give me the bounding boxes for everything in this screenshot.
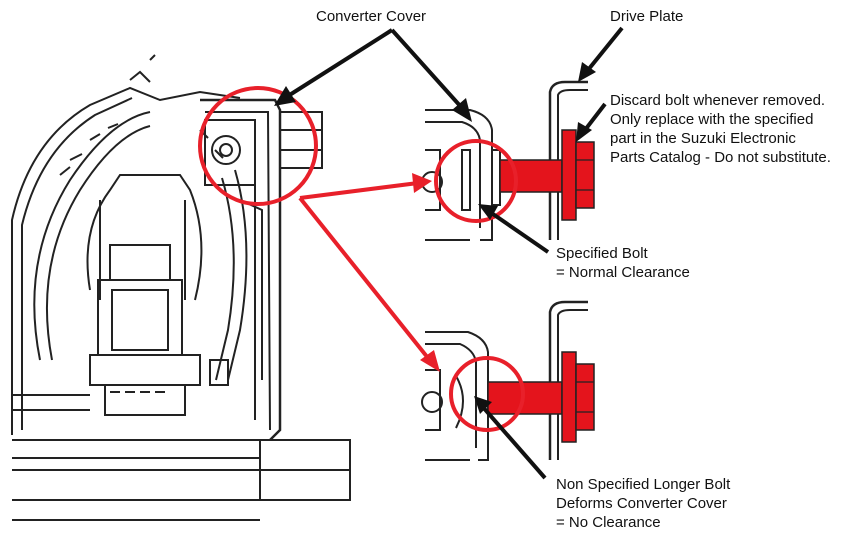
label-drive-plate: Drive Plate (610, 8, 684, 25)
non-specified-bolt-line: Non Specified Longer Bolt (556, 476, 731, 493)
non-specified-bolt-line: Deforms Converter Cover (556, 495, 727, 512)
non-specified-bolt (487, 351, 595, 443)
highlight-circle-deformed (449, 356, 525, 432)
discard-note-line: Only replace with the specified (610, 111, 814, 128)
discard-note-line: Parts Catalog - Do not substitute. (610, 149, 831, 166)
label-specified-bolt: Specified Bolt = Normal Clearance (556, 244, 690, 282)
detail-no-clearance (421, 300, 588, 461)
discard-note-line: Discard bolt whenever removed. (610, 92, 826, 109)
specified-bolt-line: Specified Bolt (556, 245, 648, 262)
highlight-circle-normal (434, 139, 518, 223)
highlight-circles (198, 86, 525, 432)
transmission-section (11, 54, 351, 521)
highlight-circle-cover (198, 86, 318, 206)
label-non-specified-bolt: Non Specified Longer Bolt Deforms Conver… (556, 475, 730, 532)
label-discard-note: Discard bolt whenever removed. Only repl… (610, 91, 831, 167)
label-converter-cover: Converter Cover (316, 8, 427, 25)
specified-bolt-line: = Normal Clearance (556, 264, 690, 281)
red-connector-arrows (298, 173, 440, 372)
black-leader-arrows (274, 26, 624, 480)
non-specified-bolt-line: = No Clearance (556, 514, 661, 531)
discard-note-line: part in the Suzuki Electronic (610, 130, 796, 147)
specified-bolt (499, 129, 595, 221)
